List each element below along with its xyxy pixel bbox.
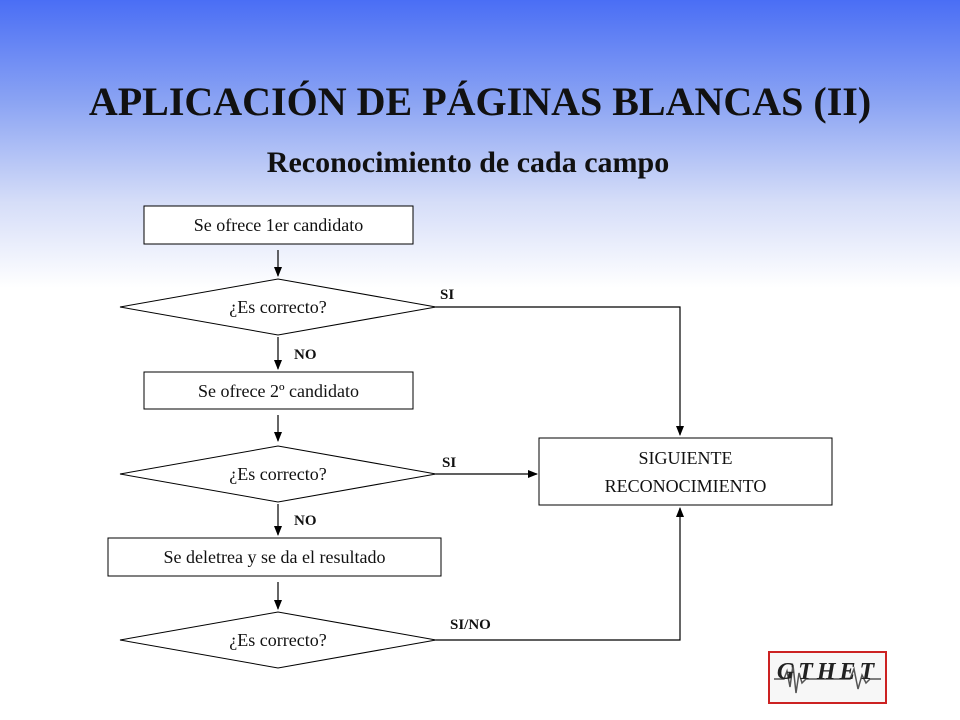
gtthe-logo: GTHET [768,651,887,704]
slide-title: APLICACIÓN DE PÁGINAS BLANCAS (II) [88,79,872,124]
edge-d1-yes [436,306,684,436]
edge-d1-yes-label: SI [440,287,454,303]
edge-d3-any [436,507,684,641]
node-decision-3: ¿Es correcto? [119,611,437,669]
node-next-recognition: SIGUIENTE RECONOCIMIENTO [538,437,833,506]
waveform-icon [774,664,881,694]
edge-d1-no-label: NO [294,347,317,363]
node-spell-result: Se deletrea y se da el resultado [107,537,442,577]
node-decision-2-label: ¿Es correcto? [229,464,326,484]
node-next-line1: SIGUIENTE [639,448,733,468]
edge-d3-any-label: SI/NO [450,617,491,633]
node-candidate-1-label: Se ofrece 1er candidato [194,215,363,235]
node-candidate-2: Se ofrece 2º candidato [143,371,414,410]
node-decision-1-label: ¿Es correcto? [229,297,326,317]
logo-text: GTHET [776,659,879,685]
node-spell-result-label: Se deletrea y se da el resultado [164,547,386,567]
slide-subtitle: Reconocimiento de cada campo [266,146,670,179]
node-decision-3-label: ¿Es correcto? [229,630,326,650]
node-decision-1: ¿Es correcto? [119,278,437,336]
node-next-line2: RECONOCIMIENTO [605,476,767,496]
edge-d2-yes-label: SI [442,455,456,471]
node-candidate-2-label: Se ofrece 2º candidato [198,381,359,401]
node-candidate-1: Se ofrece 1er candidato [143,205,414,245]
edge-d2-no-label: NO [294,513,317,529]
node-decision-2: ¿Es correcto? [119,445,437,503]
